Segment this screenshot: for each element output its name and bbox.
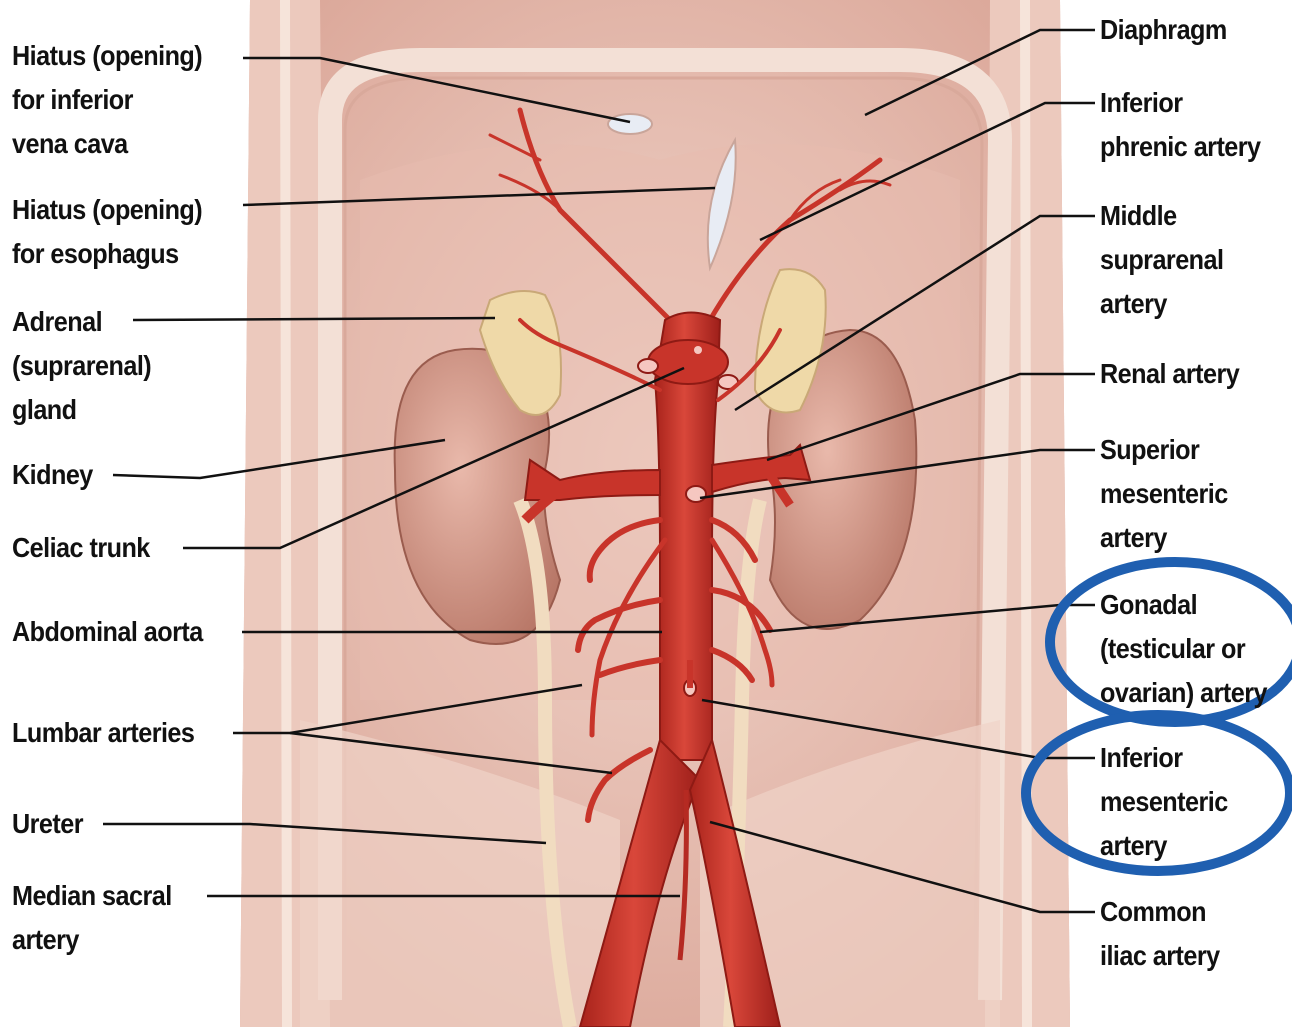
kidney-label: Kidney [12, 453, 93, 497]
common-iliac-artery-label: Common iliac artery [1100, 890, 1220, 978]
adrenal-gland-label: Adrenal (suprarenal) gland [12, 300, 151, 432]
middle-suprarenal-artery-label: Middle suprarenal artery [1100, 194, 1223, 326]
abdominal-aorta-label: Abdominal aorta [12, 610, 203, 654]
inferior-mesenteric-artery-label: Inferior mesenteric artery [1100, 736, 1228, 868]
esophageal-hiatus-label: Hiatus (opening) for esophagus [12, 188, 202, 276]
ivc-hiatus [608, 114, 652, 134]
inferior-phrenic-artery-label: Inferior phrenic artery [1100, 81, 1261, 169]
superior-mesenteric-artery [686, 486, 706, 502]
lumbar-arteries-label: Lumbar arteries [12, 711, 194, 755]
renal-artery-label: Renal artery [1100, 352, 1239, 396]
ivc-hiatus-label: Hiatus (opening) for inferior vena cava [12, 34, 202, 166]
diaphragm-label: Diaphragm [1100, 8, 1227, 52]
ureter-label: Ureter [12, 802, 83, 846]
superior-mesenteric-artery-label: Superior mesenteric artery [1100, 428, 1228, 560]
median-sacral-artery-label: Median sacral artery [12, 874, 172, 962]
celiac-trunk-label: Celiac trunk [12, 526, 150, 570]
gonadal-artery-label: Gonadal (testicular or ovarian) artery [1100, 583, 1267, 715]
